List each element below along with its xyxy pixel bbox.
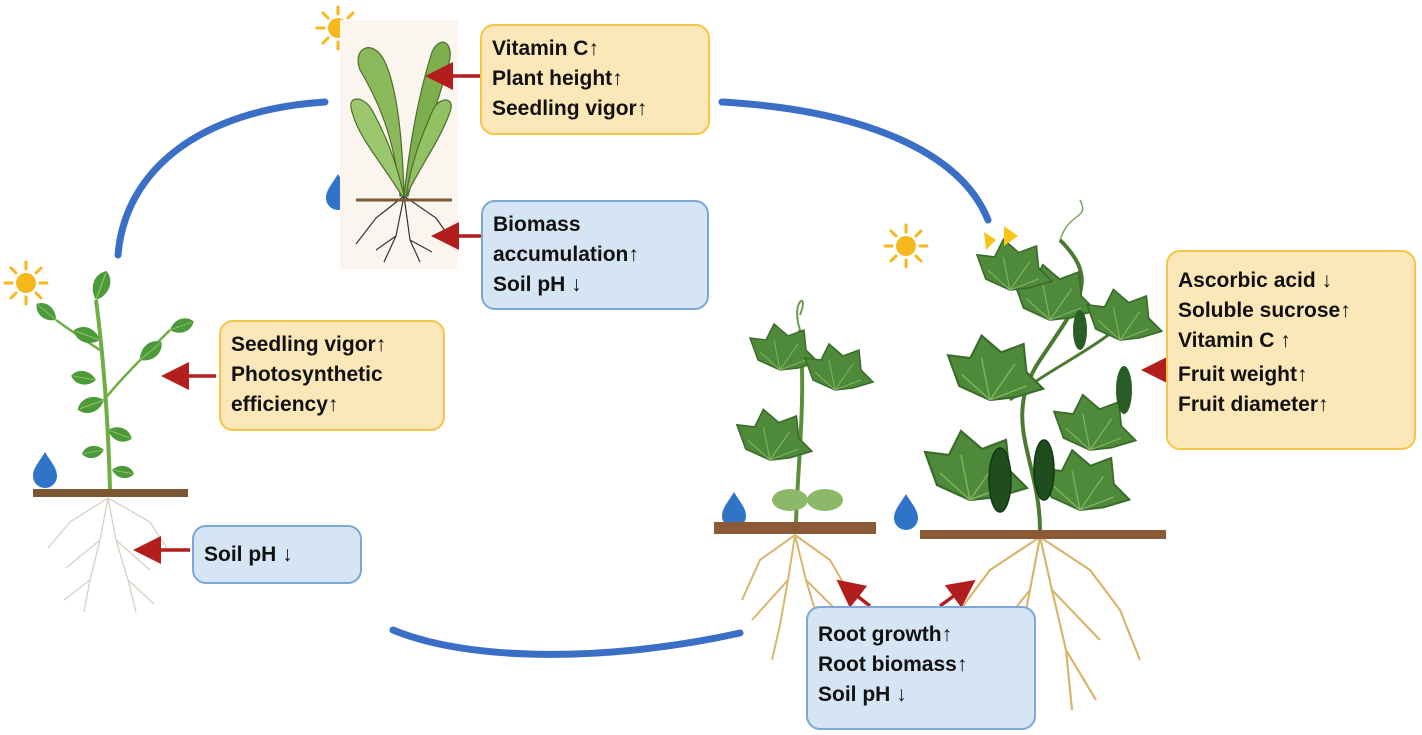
box-line: Soil pH ↓ bbox=[493, 273, 582, 296]
box-line: Biomass bbox=[493, 213, 581, 236]
box-line: Photosynthetic bbox=[231, 363, 383, 386]
tomato-soil-box: Soil pH ↓ bbox=[192, 525, 362, 584]
cycle-arc-top-right bbox=[718, 98, 992, 224]
box-line: Seedling vigor↑ bbox=[492, 97, 648, 120]
cucumber-fruit-box: Ascorbic acid ↓ Soluble sucrose↑ Vitamin… bbox=[1166, 250, 1416, 450]
mature-cucumber-plant bbox=[920, 199, 1166, 711]
water-drop-icon bbox=[33, 452, 57, 488]
tomato-growth-box: Seedling vigor↑ Photosynthetic efficienc… bbox=[219, 320, 445, 431]
sun-icon bbox=[3, 260, 49, 306]
cycle-arc-bottom bbox=[389, 626, 744, 658]
spinach-plant bbox=[340, 20, 458, 270]
box-line: Vitamin C ↑ bbox=[1178, 329, 1291, 352]
red-arrow-icon bbox=[938, 579, 976, 608]
box-line: Fruit weight↑ bbox=[1178, 363, 1308, 386]
box-line: Root growth↑ bbox=[818, 623, 953, 646]
box-line: Root biomass↑ bbox=[818, 653, 968, 676]
cycle-arc-left bbox=[114, 98, 329, 259]
red-arrow-icon bbox=[836, 579, 872, 608]
spinach-quality-box: Vitamin C↑ Plant height↑ Seedling vigor↑ bbox=[480, 24, 710, 135]
box-line: efficiency↑ bbox=[231, 393, 339, 416]
pointer-arrows bbox=[133, 62, 1169, 608]
tomato-seedling bbox=[31, 267, 197, 613]
box-line: Seedling vigor↑ bbox=[231, 333, 387, 356]
box-line: Soluble sucrose↑ bbox=[1178, 299, 1351, 322]
sun-icon bbox=[883, 223, 929, 269]
water-drop-icon bbox=[894, 494, 918, 530]
box-line: Plant height↑ bbox=[492, 67, 623, 90]
box-line: Ascorbic acid ↓ bbox=[1178, 269, 1333, 292]
young-cucumber-plant bbox=[714, 300, 876, 661]
box-line: Vitamin C↑ bbox=[492, 37, 599, 60]
spinach-soil-box: Biomass accumulation↑ Soil pH ↓ bbox=[481, 200, 709, 310]
box-line: Fruit diameter↑ bbox=[1178, 393, 1329, 416]
cycle-arrows bbox=[114, 98, 992, 658]
box-line: Soil pH ↓ bbox=[204, 543, 293, 566]
box-line: accumulation↑ bbox=[493, 243, 639, 266]
cucumber-root-box: Root growth↑ Root biomass↑ Soil pH ↓ bbox=[806, 606, 1036, 730]
box-line: Soil pH ↓ bbox=[818, 683, 907, 706]
